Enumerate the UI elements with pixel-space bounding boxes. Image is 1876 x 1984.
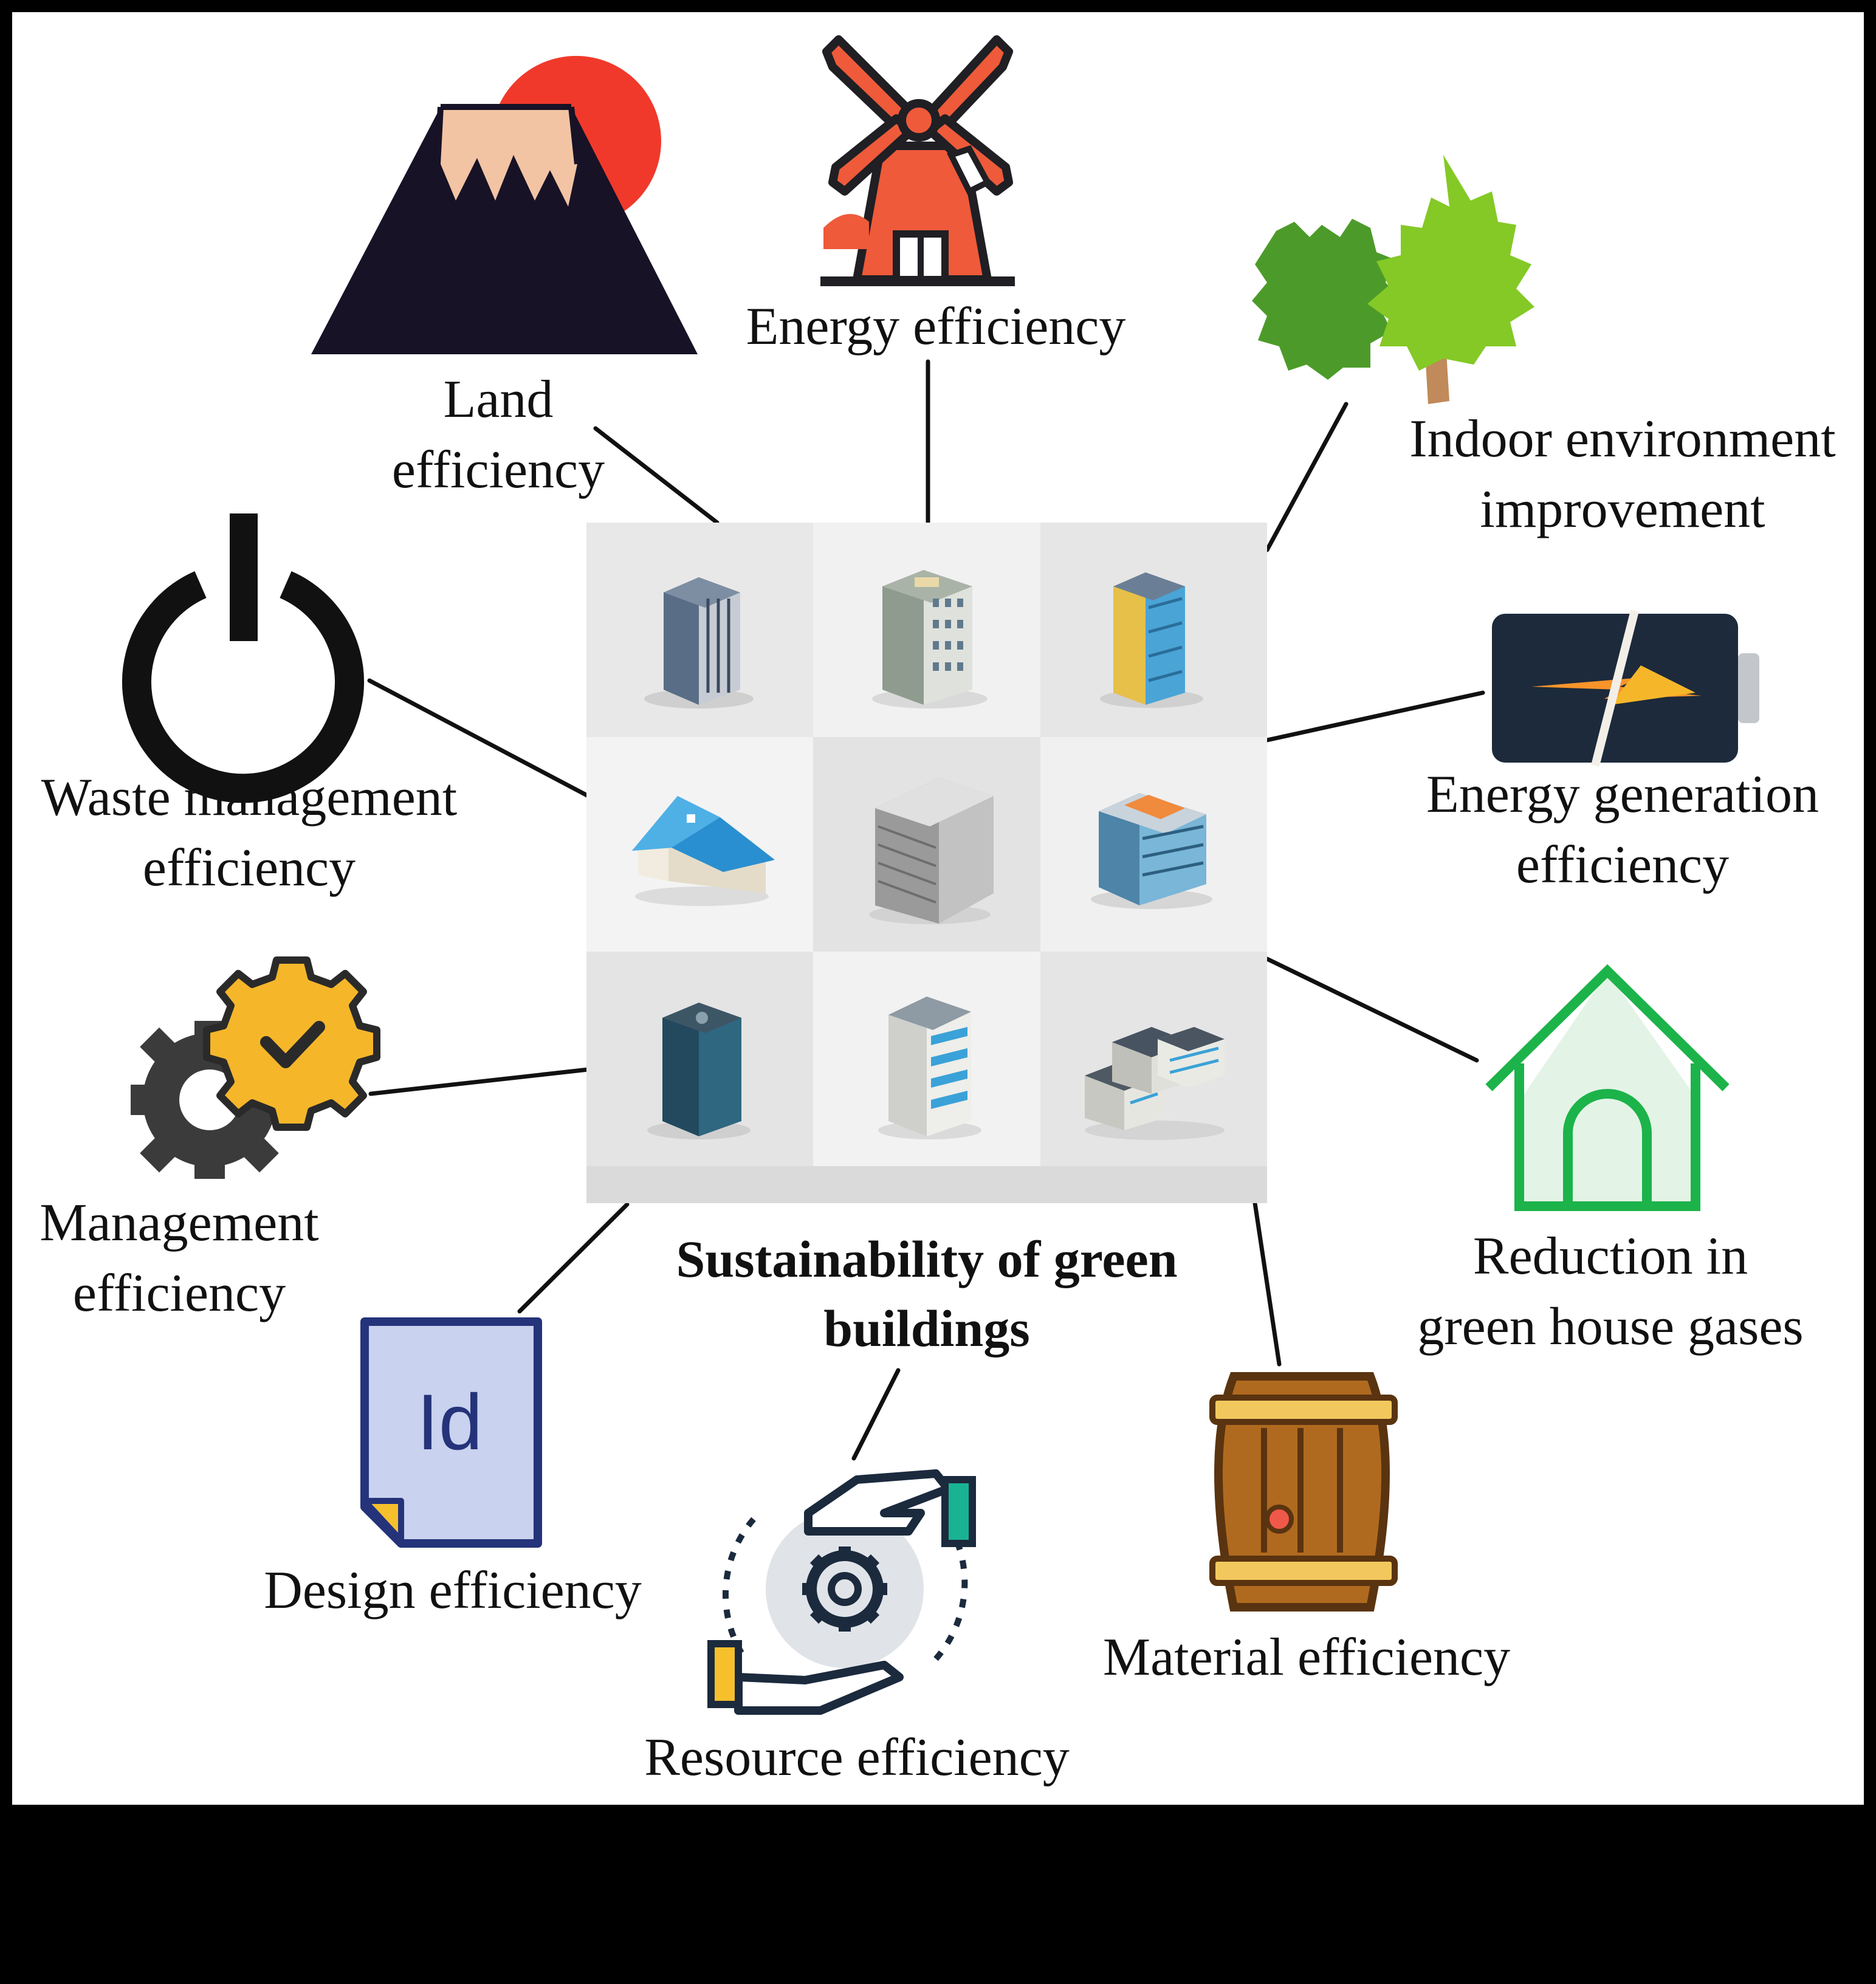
building-tower-3-icon: [1100, 572, 1203, 708]
label-indoor-line2: improvement: [1480, 480, 1765, 539]
connector-energy-generation: [1265, 690, 1485, 743]
barrel-icon: [1209, 1372, 1398, 1612]
label-land-line2: efficiency: [391, 441, 605, 499]
label-design-line1: Design efficiency: [264, 1561, 642, 1620]
label-energy-generation-line1: Energy generation: [1426, 765, 1819, 824]
hands-gear-icon: [707, 1469, 976, 1715]
connector-ghg: [1265, 956, 1479, 1063]
label-ghg-line2: green house gases: [1417, 1297, 1804, 1356]
building-complex-icon: [1085, 1027, 1225, 1140]
building-tower-5-icon: [878, 997, 981, 1139]
connector-material: [1252, 1201, 1282, 1367]
connector-land: [593, 426, 720, 525]
label-waste-line2: efficiency: [142, 839, 356, 898]
label-land-efficiency: Land efficiency: [340, 365, 656, 506]
battery-lightning-icon: [1492, 609, 1759, 767]
label-management-efficiency: Management efficiency: [12, 1188, 346, 1329]
trees-icon: [1252, 155, 1534, 404]
center-title-line1: Sustainability of green: [676, 1230, 1178, 1288]
label-land-line1: Land: [443, 370, 554, 429]
center-title: Sustainability of green buildings: [620, 1224, 1234, 1363]
center-title-line2: buildings: [823, 1299, 1030, 1358]
label-indoor-line1: Indoor environment: [1409, 410, 1836, 469]
building-grid: [586, 523, 1267, 1203]
label-management-line2: efficiency: [72, 1264, 286, 1323]
power-icon: [122, 513, 364, 803]
building-tower-2-icon: [872, 570, 988, 709]
windmill-icon: [820, 35, 1015, 286]
mountain-sun-icon: [311, 56, 698, 354]
connector-design: [517, 1202, 630, 1314]
connector-resource: [851, 1368, 901, 1461]
label-energy-generation: Energy generation efficiency: [1373, 760, 1872, 901]
building-tower-4-icon: [647, 1003, 751, 1139]
label-energy-efficiency: Energy efficiency: [693, 292, 1179, 362]
label-ghg-line1: Reduction in: [1472, 1227, 1748, 1286]
connectors: [367, 359, 1485, 1461]
building-slab-icon: [869, 778, 994, 924]
label-energy-line1: Energy efficiency: [746, 297, 1126, 356]
building-layered-icon: [1091, 793, 1212, 909]
label-ghg-reduction: Reduction in green house gases: [1361, 1221, 1860, 1362]
label-resource-efficiency: Resource efficiency: [608, 1723, 1106, 1793]
building-tower-1-icon: [644, 577, 754, 709]
label-resource-line1: Resource efficiency: [644, 1728, 1070, 1787]
label-material-line1: Material efficiency: [1102, 1628, 1511, 1687]
connector-indoor: [1265, 402, 1349, 552]
label-waste-management: Waste management efficiency: [12, 763, 486, 904]
house-outline-icon: [1485, 964, 1730, 1211]
label-material-efficiency: Material efficiency: [1057, 1622, 1556, 1693]
label-waste-line1: Waste management: [41, 768, 458, 827]
svg-text:Id: Id: [417, 1378, 483, 1466]
label-design-efficiency: Design efficiency: [219, 1556, 687, 1626]
label-management-line1: Management: [40, 1193, 319, 1252]
label-indoor-environment: Indoor environment improvement: [1361, 404, 1876, 545]
gears-check-icon: [131, 956, 380, 1179]
connector-management: [368, 1067, 591, 1096]
indesign-document-icon: Id: [360, 1317, 542, 1548]
connector-waste: [367, 678, 591, 798]
building-house-icon: [632, 796, 775, 906]
label-energy-generation-line2: efficiency: [1516, 836, 1730, 894]
